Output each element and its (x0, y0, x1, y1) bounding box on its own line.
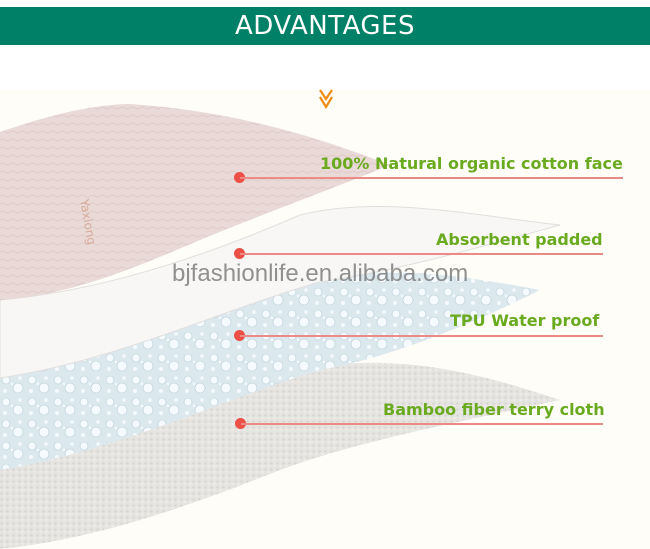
callout-dot-absorbent (234, 248, 245, 259)
watermark: bjfashionlife.en.alibaba.com (172, 260, 469, 287)
leader-line-cotton (240, 177, 623, 179)
label-bamboo: Bamboo fiber terry cloth (383, 400, 605, 419)
leader-line-absorbent (240, 253, 603, 255)
leader-line-tpu (240, 335, 603, 337)
callout-dot-tpu (234, 330, 245, 341)
upper-white-area (0, 45, 650, 90)
double-chevron-down-icon (319, 89, 333, 110)
leader-line-bamboo (241, 423, 603, 425)
label-cotton: 100% Natural organic cotton face (320, 154, 623, 173)
top-margin (0, 0, 650, 7)
callout-dot-cotton (234, 172, 245, 183)
banner-title: ADVANTAGES (235, 11, 415, 41)
label-absorbent: Absorbent padded (436, 230, 603, 249)
advantages-banner: ADVANTAGES (0, 7, 650, 45)
layer-absorbent (0, 205, 561, 379)
layer-cotton (0, 104, 390, 300)
layer-bamboo (0, 362, 560, 549)
layer-tpu (0, 272, 540, 470)
callout-dot-bamboo (235, 418, 246, 429)
label-tpu: TPU Water proof (450, 311, 600, 330)
